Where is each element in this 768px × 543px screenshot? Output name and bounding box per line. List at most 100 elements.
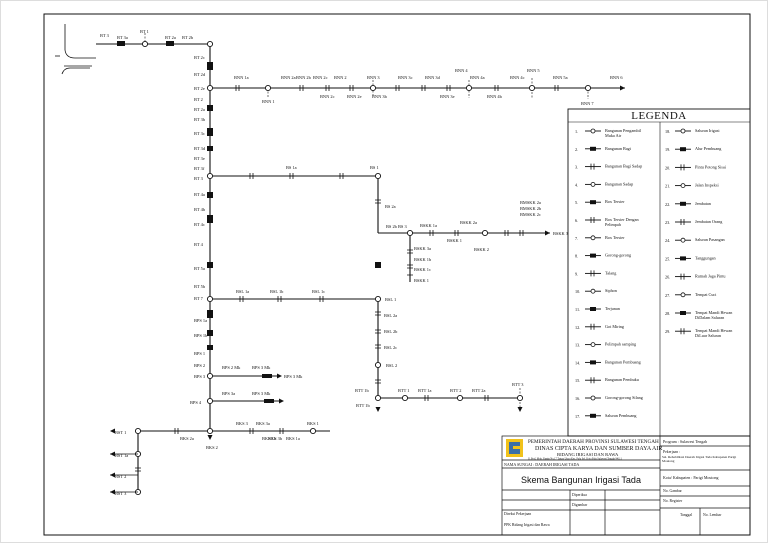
legend-item: 16.Gorong-gorong Silang	[575, 395, 644, 401]
label-bnn3c: BNN 3c	[398, 75, 413, 80]
node-bnn1	[264, 84, 272, 92]
label-bt3f: BT 3f	[194, 166, 205, 171]
label-bmskk2a: BMSKK 2a	[520, 200, 541, 205]
label-bskk2a: BSKK 2a	[460, 220, 477, 225]
label-bnn7: BNN 7	[581, 101, 594, 106]
node-bks1	[309, 427, 317, 435]
label-bnn4c: BNN 4c	[510, 75, 525, 80]
legend-item: 9.Talang	[575, 270, 617, 277]
label-bnn4a: BNN 4a	[470, 75, 485, 80]
label-bnn3d: BNN 3d	[425, 75, 441, 80]
ppk-label: PPK Bidang Irigasi dan Rawa	[504, 523, 550, 527]
legend-label: Pelimpah samping	[605, 342, 637, 347]
label-bmskk2b: BMSKK 2b	[520, 206, 542, 211]
legend-label-line2: Pelimpah	[605, 222, 622, 227]
legend-item: 23.Jembatan Orang	[665, 219, 723, 225]
legend-number: 18.	[665, 129, 670, 134]
legend-symbol	[585, 163, 601, 170]
legend-item: 8.Gorong-gorong	[575, 253, 632, 259]
label-bskk1c: BSKK 1c	[414, 267, 431, 272]
legend-number: 6.	[575, 218, 578, 223]
legend-item: 19.Alur Pembuang	[665, 146, 722, 152]
label-bps3mk-a: BPS 3 Mk	[252, 365, 271, 370]
label-bks3: BKS 3	[236, 421, 249, 426]
label-bt2d: BT 2d	[194, 72, 206, 77]
legend-symbol	[585, 342, 601, 348]
label-bps3mk-c: BPS 3 Mk	[252, 391, 271, 396]
label-bnn3e: BNN 3e	[440, 94, 455, 99]
legend-number: 3.	[575, 165, 578, 170]
legend-label: Bangunan Pengambil	[605, 128, 642, 133]
legend-label: Talang	[605, 270, 617, 275]
legend-symbol	[585, 200, 601, 205]
legend-label-line2: Muka Air	[605, 133, 622, 138]
kabupaten-label: Kota/ Kabupaten : Parigi Moutong	[663, 475, 719, 480]
legend-number: 7.	[575, 236, 578, 241]
label-btt1b-b: BTT 1b	[356, 403, 371, 408]
legend-item: 14.Bangunan Pembuang	[575, 359, 642, 365]
label-bt5a: BT 5a	[194, 266, 205, 271]
label-bps3a: BPS 3a	[222, 391, 235, 396]
label-bskk3a: BSKK 3a	[414, 246, 431, 251]
legend-number: 29.	[665, 329, 670, 334]
river-name: NAMA SUNGAI : DAERAH IRIGASI TADA	[504, 462, 579, 467]
legend-label: Tempat Cuci	[695, 292, 717, 297]
legend-symbol	[585, 377, 601, 384]
legend-symbol	[675, 183, 691, 189]
legend-item: 3.Bangunan Bagi Sadap	[575, 163, 642, 170]
label-bs2b: BS 2b	[386, 224, 398, 229]
legend-number: 20.	[665, 165, 670, 170]
project-label: Pekerjaan :	[663, 450, 680, 454]
no-register-label: No. Register	[663, 499, 683, 503]
label-bsl2a: BSL 2a	[384, 313, 397, 318]
label-bs1: BS 1	[370, 165, 379, 170]
label-btt3: BTT 3	[512, 382, 524, 387]
legend-item: 12.Got Miring	[575, 324, 625, 330]
legend-label: Box Tersier	[605, 235, 625, 240]
legend-symbol	[585, 270, 601, 277]
label-bnn3: BNN 3	[367, 75, 380, 80]
label-bps1b: BPS 1b	[194, 333, 208, 338]
label-bps1: BPS 1	[194, 351, 205, 356]
label-bnn5: BNN 5	[527, 68, 540, 73]
label-bks3a: BKS 3a	[256, 421, 270, 426]
node-bst1	[134, 427, 142, 435]
legend-number: 12.	[575, 325, 580, 330]
legend-item: 24.Saluran Pasangan	[665, 237, 726, 243]
agency-logo	[506, 439, 523, 457]
legend-number: 15.	[575, 378, 580, 383]
label-bsl1a: BSL 1a	[236, 289, 249, 294]
drawing-title: Skema Bangunan Irigasi Tada	[521, 475, 641, 485]
label-bnn3b: BNN 3b	[372, 94, 388, 99]
legend-symbol	[585, 181, 601, 187]
canal-network	[96, 43, 625, 492]
legend-item: 5.Box Tersier	[575, 199, 625, 205]
legend-number: 4.	[575, 182, 578, 187]
program-label: Program : Sulawesi Tengah	[663, 439, 707, 444]
river-outline	[55, 24, 96, 75]
node-bskk1	[406, 229, 414, 237]
legend-symbol	[585, 217, 601, 223]
node-bt2	[206, 40, 214, 48]
legend-item: 2.Bangunan Bagi	[575, 146, 632, 152]
legend-symbol	[675, 219, 691, 225]
legend-item: 7. Box Tersier	[575, 235, 625, 241]
legend-label: Rumah Jaga Pintu	[695, 274, 726, 279]
no-gambar-label: No. Gambar	[663, 489, 683, 493]
label-bt5b: BT 5b	[194, 284, 206, 289]
label-bs3: BS 3	[398, 224, 407, 229]
node-bskk2	[481, 229, 489, 237]
legend-symbol	[585, 395, 601, 401]
legend-label: Saluran Pembuang	[605, 413, 637, 418]
legend-label: Bangunan Bagi	[605, 146, 632, 151]
label-bskk1-end: BSKK 1	[414, 278, 429, 283]
legend-label: Jalan Inspeksi	[695, 183, 719, 188]
label-bt2: BT 2	[194, 97, 203, 102]
legend-symbol	[675, 273, 691, 280]
label-btt2: BTT 2	[450, 388, 462, 393]
label-bnn6: BNN 6	[610, 75, 623, 80]
legend-symbol	[675, 311, 691, 315]
